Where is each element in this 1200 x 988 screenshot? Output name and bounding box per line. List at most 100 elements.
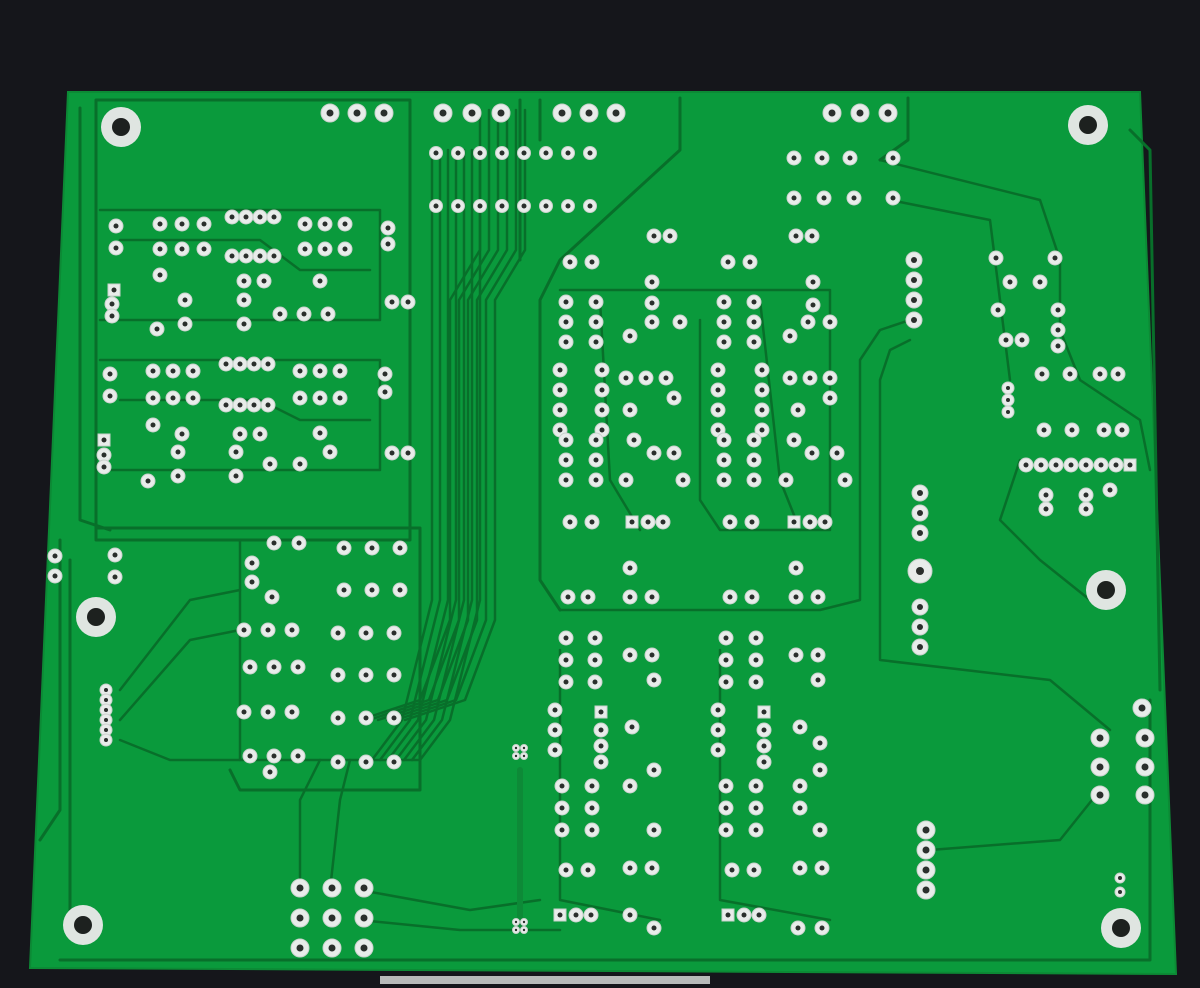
drill-hole: [296, 540, 302, 546]
drill-hole: [455, 150, 461, 156]
drill-hole: [723, 679, 729, 685]
drill-hole: [109, 301, 115, 307]
drill-hole: [104, 698, 108, 702]
drill-hole: [645, 519, 651, 525]
drill-hole: [567, 259, 573, 265]
drill-hole: [296, 914, 304, 922]
drill-hole: [52, 553, 58, 559]
drill-hole: [558, 109, 566, 117]
drill-hole: [1107, 487, 1113, 493]
drill-hole: [761, 759, 767, 765]
drill-hole: [751, 457, 757, 463]
drill-hole: [815, 677, 821, 683]
drill-hole: [1112, 919, 1130, 937]
trace: [386, 148, 450, 762]
trace: [394, 148, 458, 762]
drill-hole: [593, 437, 599, 443]
drill-hole: [917, 510, 923, 516]
drill-hole: [834, 450, 840, 456]
drill-hole: [827, 319, 833, 325]
drill-hole: [297, 368, 303, 374]
drill-hole: [828, 109, 836, 117]
drill-hole: [793, 233, 799, 239]
drill-hole: [753, 657, 759, 663]
drill-hole: [787, 375, 793, 381]
drill-hole: [725, 912, 731, 918]
drill-hole: [723, 657, 729, 663]
drill-hole: [150, 422, 156, 428]
drill-hole: [1043, 492, 1049, 498]
drill-hole: [522, 746, 526, 750]
drill-hole: [627, 783, 633, 789]
drill-hole: [317, 395, 323, 401]
drill-hole: [233, 473, 239, 479]
drill-hole: [1037, 279, 1043, 285]
drill-hole: [751, 437, 757, 443]
drill-hole: [104, 688, 108, 692]
drill-hole: [265, 402, 271, 408]
drill-hole: [557, 387, 563, 393]
drill-hole: [335, 759, 341, 765]
drill-hole: [201, 221, 207, 227]
drill-hole: [337, 368, 343, 374]
drill-hole: [759, 407, 765, 413]
drill-hole: [317, 430, 323, 436]
drill-hole: [627, 865, 633, 871]
drill-hole: [335, 715, 341, 721]
drill-hole: [1127, 462, 1133, 468]
drill-hole: [917, 644, 923, 650]
drill-hole: [522, 928, 526, 932]
drill-hole: [629, 519, 635, 525]
drill-hole: [559, 827, 565, 833]
trace: [402, 148, 466, 762]
drill-hole: [723, 783, 729, 789]
drill-hole: [271, 753, 277, 759]
drill-hole: [911, 297, 917, 303]
trace: [298, 758, 322, 892]
drill-hole: [257, 253, 263, 259]
drill-hole: [795, 925, 801, 931]
drill-hole: [433, 203, 439, 209]
drill-hole: [391, 759, 397, 765]
drill-hole: [598, 709, 604, 715]
drill-hole: [599, 427, 605, 433]
drill-hole: [753, 827, 759, 833]
drill-hole: [1113, 462, 1119, 468]
drill-hole: [797, 805, 803, 811]
trace: [118, 628, 242, 722]
drill-hole: [563, 657, 569, 663]
drill-hole: [295, 664, 301, 670]
trace: [367, 108, 491, 722]
drill-hole: [271, 253, 277, 259]
drill-hole: [922, 846, 930, 854]
drill-hole: [145, 478, 151, 484]
drill-hole: [851, 195, 857, 201]
drill-hole: [791, 437, 797, 443]
drill-hole: [715, 367, 721, 373]
drill-hole: [751, 299, 757, 305]
drill-hole: [154, 326, 160, 332]
drill-hole: [317, 278, 323, 284]
drill-hole: [922, 886, 930, 894]
drill-hole: [1141, 734, 1149, 742]
drill-hole: [241, 709, 247, 715]
drill-hole: [363, 715, 369, 721]
drill-hole: [993, 255, 999, 261]
drill-hole: [552, 707, 558, 713]
drill-hole: [363, 630, 369, 636]
drill-hole: [884, 109, 892, 117]
drill-hole: [715, 407, 721, 413]
trace: [370, 148, 434, 762]
drill-hole: [911, 257, 917, 263]
drill-hole: [182, 297, 188, 303]
drill-hole: [671, 450, 677, 456]
drill-hole: [791, 519, 797, 525]
drill-hole: [809, 233, 815, 239]
drill-hole: [385, 241, 391, 247]
drill-hole: [729, 867, 735, 873]
drill-hole: [360, 914, 368, 922]
drill-hole: [296, 884, 304, 892]
drill-hole: [1006, 398, 1010, 402]
drill-hole: [297, 461, 303, 467]
trace: [385, 108, 509, 722]
